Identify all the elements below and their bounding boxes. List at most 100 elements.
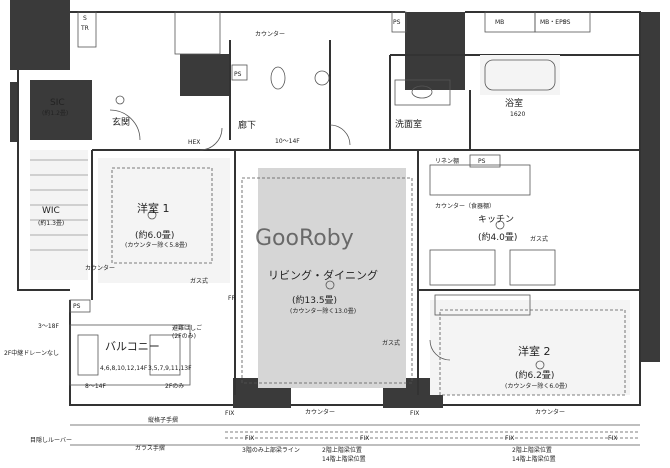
- counter-kitchen-label: カウンター（食器棚）: [435, 202, 495, 210]
- ps-wc-label: PS: [234, 71, 242, 78]
- room1-door-swing: [199, 127, 223, 151]
- room1-note-label: (カウンター除く5.8畳): [125, 241, 187, 249]
- entrance-label: 玄関: [112, 116, 130, 128]
- balcony-note2-label: 避難はしご: [172, 324, 202, 332]
- fix5-label: FIX: [505, 435, 514, 442]
- sic-room: [30, 80, 92, 140]
- balcony-unit-left: [77, 334, 99, 376]
- bathtub: [480, 55, 560, 95]
- fix4-label: FIX: [360, 435, 369, 442]
- note-14f-2-label: 14階上階梁位置: [512, 455, 556, 463]
- balcony-label: バルコニー: [105, 340, 160, 353]
- bathroom-label: 浴室: [505, 97, 523, 109]
- wic-area: [30, 150, 88, 280]
- sic-label: SIC: [50, 98, 65, 108]
- counter-bottom1-label: カウンター: [305, 408, 335, 416]
- bath-size-label: 1620: [510, 111, 525, 118]
- sic-size-label: (約1.2畳): [42, 109, 68, 117]
- light-fixture-kitchen: [495, 220, 505, 230]
- balcony-note3-label: (2Fのみ): [172, 333, 196, 340]
- washer-pan: [314, 70, 330, 86]
- light-fixture-room1: [147, 210, 157, 220]
- mb-eps-label: MB・EPS: [540, 19, 567, 26]
- ps-right-label: PS: [563, 19, 571, 26]
- room2-dash: [439, 309, 626, 396]
- hall-label: 廊下: [238, 119, 256, 131]
- top-utility-box: [174, 11, 221, 55]
- room1-area: [98, 158, 230, 283]
- outer-walls: [17, 11, 641, 406]
- balcony-box: [69, 324, 191, 386]
- living-size-label: (約13.5畳): [292, 294, 337, 306]
- kitchen-island: [434, 294, 531, 316]
- counter-bottom2-label: カウンター: [535, 408, 565, 416]
- floor-note-label: 8～14F: [85, 383, 106, 390]
- tub-outline: [484, 59, 556, 91]
- balcony-unit-right: [149, 334, 181, 376]
- fix6-label: FIX: [608, 435, 617, 442]
- fix2-label: FIX: [410, 410, 419, 417]
- living-dash: [241, 177, 413, 384]
- fr-label: FR: [228, 295, 236, 302]
- kitchen-counter: [429, 164, 531, 196]
- entrance-door-swing: [109, 109, 141, 141]
- fix3-label: FIX: [245, 435, 254, 442]
- hall-note-label: 10～14F: [275, 138, 300, 145]
- ps-kitchen-box: [469, 154, 501, 168]
- light-fixture-entrance: [115, 95, 125, 105]
- room2-label: 洋室 2: [518, 344, 551, 358]
- toilet: [270, 66, 286, 90]
- wc-room: [180, 54, 230, 96]
- ps-wc-box: [231, 64, 248, 81]
- living-label: リビング・ダイニング: [268, 268, 378, 282]
- room1-label: 洋室 1: [137, 201, 170, 215]
- light-fixture-living: [325, 280, 335, 290]
- kitchen-label: キッチン: [478, 214, 514, 225]
- mb-eps-box: [534, 11, 591, 33]
- s-tr-box: [77, 11, 97, 48]
- kitchen-size-label: (約4.0畳): [478, 231, 517, 243]
- gas-living-label: ガス式: [382, 339, 400, 347]
- hall-door-swing: [329, 124, 351, 146]
- handrail-label: 縦格子手摺: [148, 416, 178, 424]
- wic-hatch: [30, 159, 88, 251]
- wall-right: [640, 12, 660, 362]
- ps-balcony-box: [69, 299, 91, 313]
- glass-rail-label: ガラス手摺: [135, 444, 165, 452]
- interior-walls: [91, 149, 640, 395]
- living-shade: [258, 168, 406, 388]
- light-fixture-room2: [535, 360, 545, 370]
- gas-label: ガス式: [530, 235, 548, 243]
- room2-note-label: (カウンター除く6.0畳): [505, 382, 567, 390]
- mb-label: MB: [495, 19, 504, 26]
- note-2f-label: 2階上階梁位置: [322, 446, 362, 454]
- note-2f-b-label: 2階上階梁位置: [512, 446, 552, 454]
- hex-label: HEX: [188, 139, 200, 146]
- basin-bowl: [411, 85, 433, 99]
- ps-top-label: PS: [393, 19, 401, 26]
- louver-label: 目隠しルーバー: [30, 436, 72, 444]
- room2-area: [430, 300, 630, 395]
- wall-left: [10, 82, 18, 142]
- wash-basin: [394, 79, 451, 106]
- wic-label: WIC: [42, 206, 60, 216]
- column-top-middle: [405, 12, 465, 90]
- ps-kitchen-label: PS: [478, 158, 486, 165]
- balcony-note1-label: 3～18F: [38, 323, 59, 330]
- ps-top-box: [391, 11, 407, 33]
- fix1-label: FIX: [225, 410, 234, 417]
- watermark-label: GooRoby: [255, 226, 354, 251]
- column-top-left: [10, 0, 70, 70]
- kitchen-stove: [509, 249, 556, 286]
- room1-dash: [111, 167, 213, 264]
- unit-note1-label: 4,6,8,10,12,14F: [100, 365, 148, 372]
- wic-size-label: (約1.3畳): [38, 219, 64, 227]
- wet-area-walls: [229, 40, 640, 150]
- room2-door-swing: [429, 339, 451, 361]
- living-note-label: (カウンター除く13.0畳): [290, 307, 356, 315]
- ps-balcony-label: PS: [73, 303, 81, 310]
- drain-label: 2F中継ドレーンなし: [4, 349, 59, 357]
- kitchen-sink: [429, 249, 496, 286]
- room1-size-label: (約6.0畳): [135, 229, 174, 241]
